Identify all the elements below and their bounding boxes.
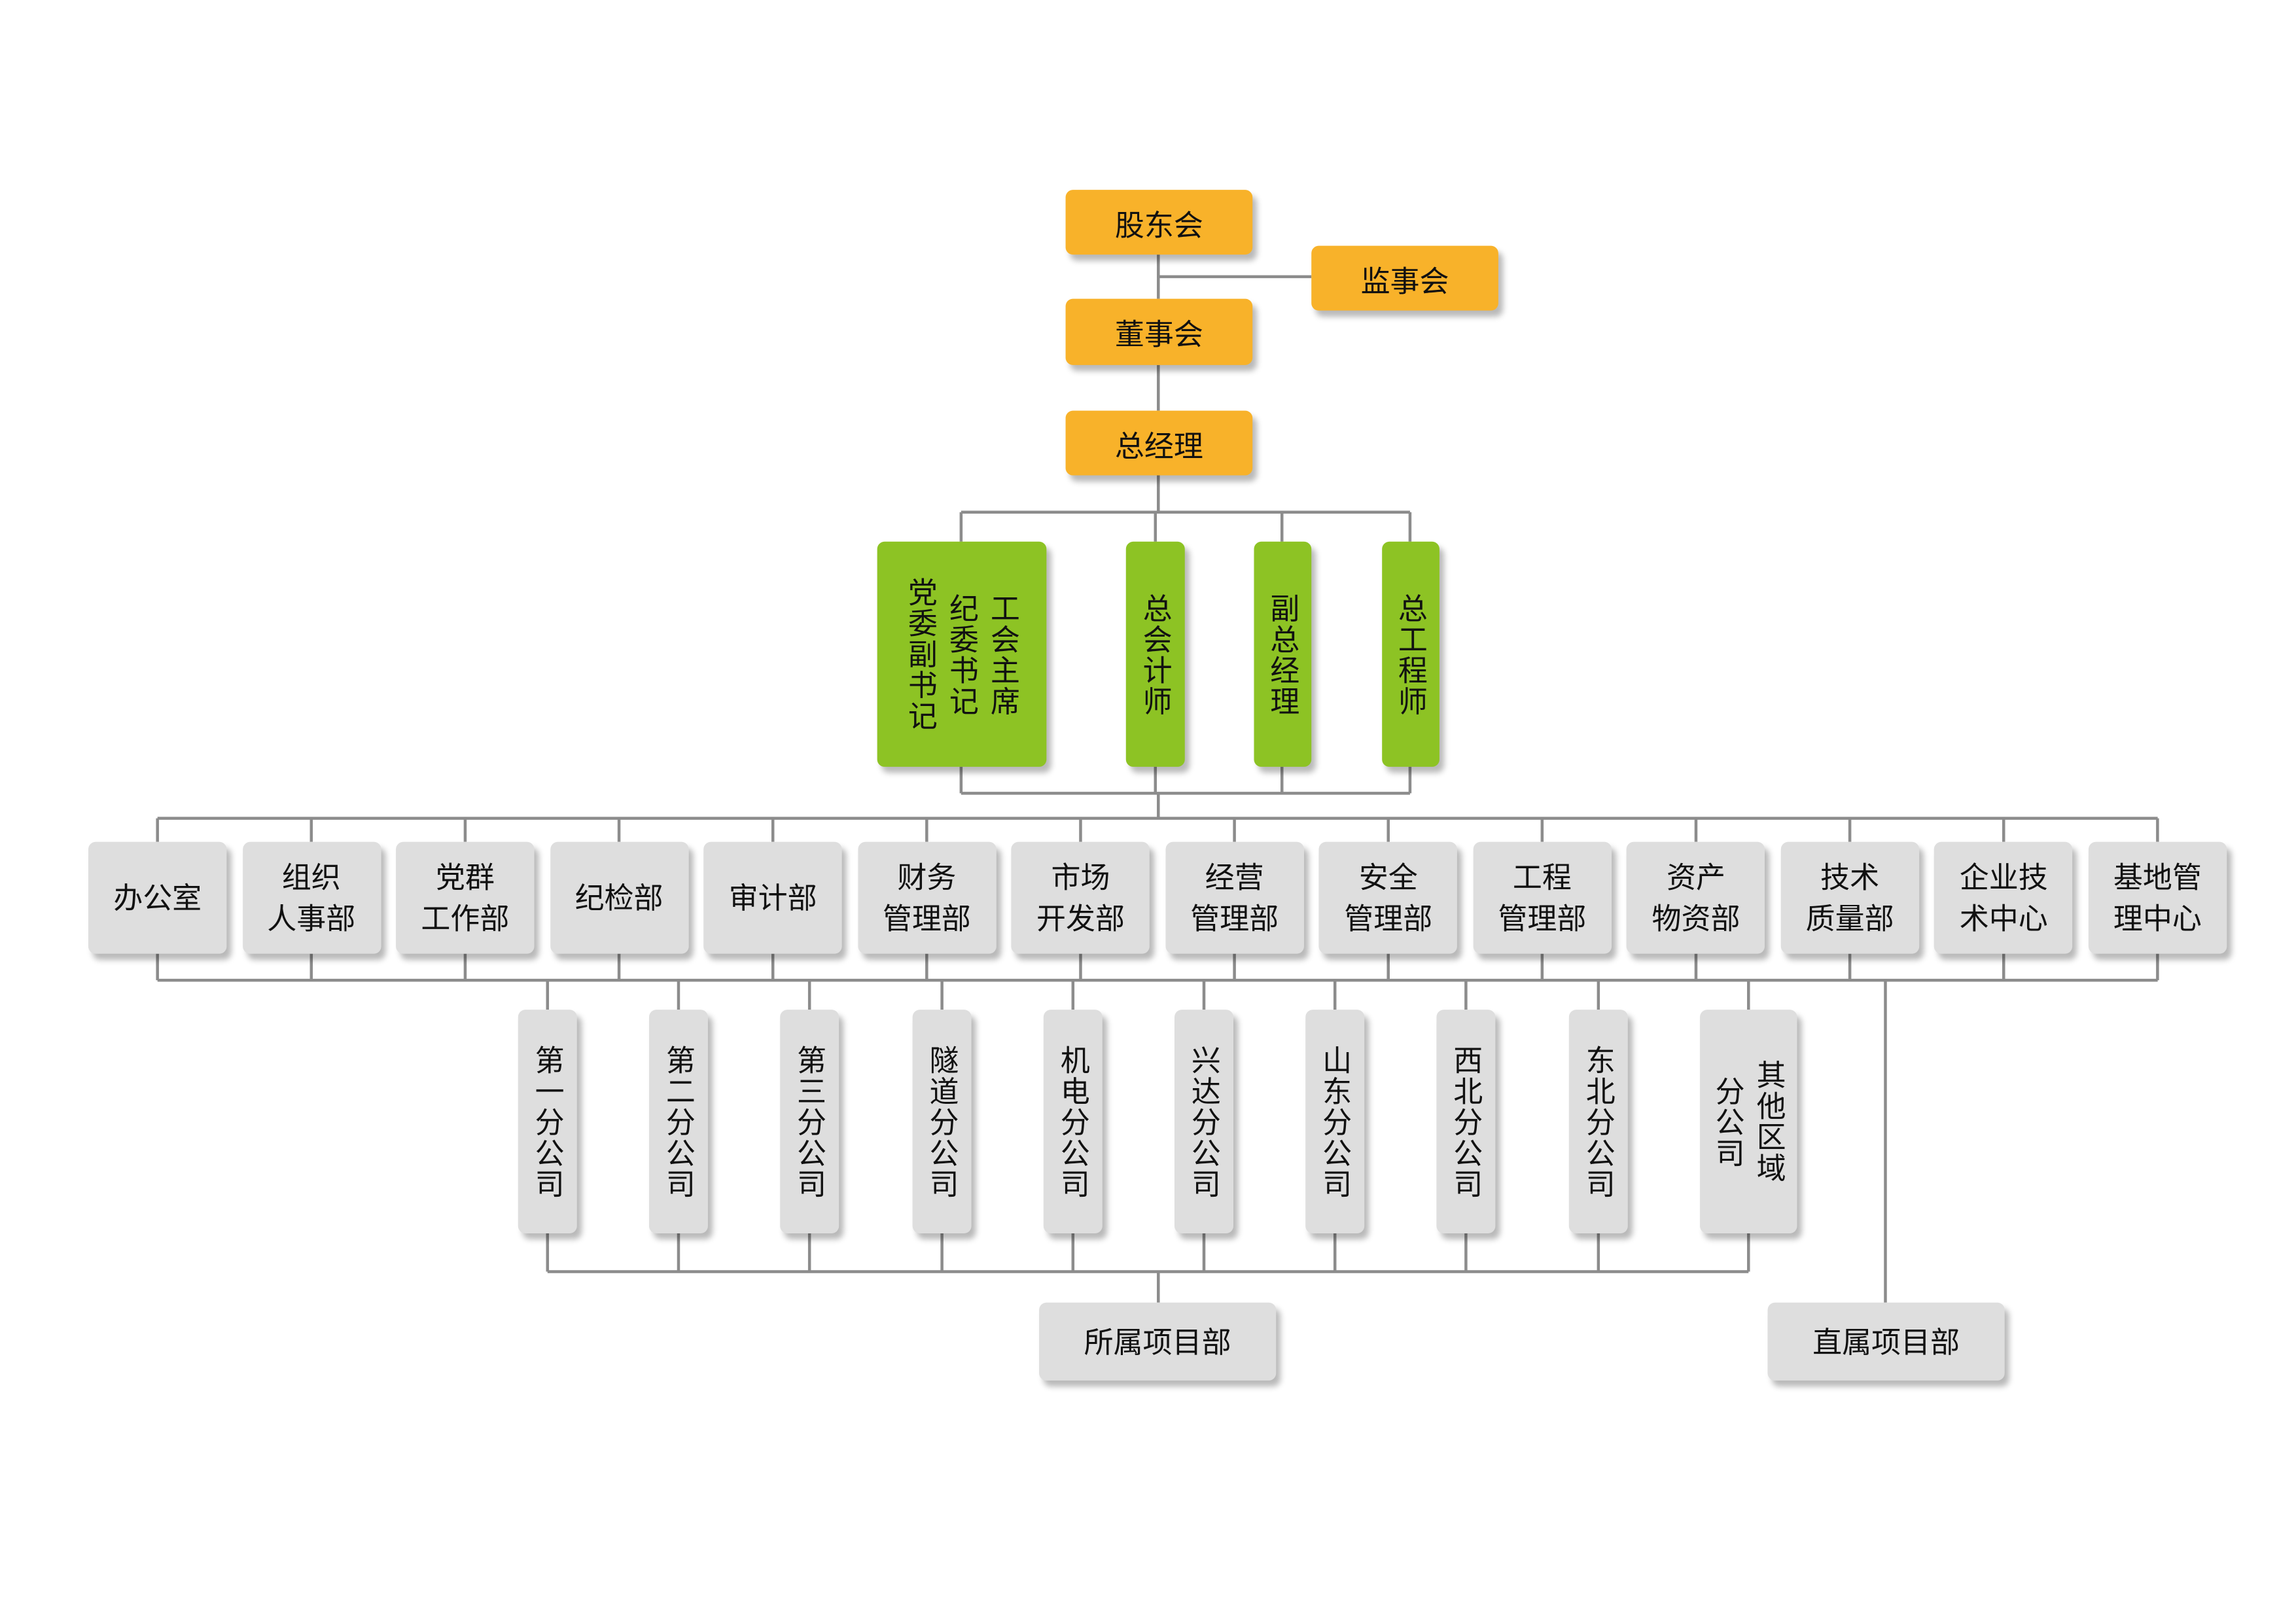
department-box-label-line: 人事部 (267, 900, 356, 936)
executive-box-label-line: 党委副书记 (903, 576, 938, 732)
affiliated-projects-label: 所属项目部 (1084, 1324, 1231, 1360)
executive-box-label-line: 总会计师 (1137, 592, 1173, 716)
shareholders-label: 股东会 (1114, 207, 1203, 243)
executive-box: 副总经理 (1254, 541, 1312, 767)
department-box: 组织人事部 (242, 841, 381, 954)
department-box: 市场开发部 (1011, 841, 1150, 954)
department-box-label-line: 管理部 (1498, 900, 1587, 936)
branch-box-label-line: 其他区域 (1751, 1059, 1787, 1184)
branch-box: 第二分公司 (648, 1010, 708, 1233)
supervisors-label: 监事会 (1360, 262, 1449, 298)
branch-box: 东北分公司 (1568, 1010, 1628, 1233)
department-box-label-line: 经营 (1205, 859, 1264, 895)
branch-box-label-line: 第一分公司 (529, 1044, 565, 1199)
department-box: 经营管理部 (1165, 841, 1304, 954)
executive-box-label-line: 工会主席 (985, 592, 1021, 716)
department-box: 资产物资部 (1627, 841, 1765, 954)
branch-box-label-line: 山东分公司 (1317, 1044, 1353, 1199)
department-box: 安全管理部 (1318, 841, 1458, 954)
department-box-label-line: 技术 (1820, 859, 1880, 895)
department-box-label-line: 安全 (1358, 859, 1418, 895)
department-box-label-line: 审计部 (728, 880, 817, 916)
department-box-label-line: 基地管 (2113, 859, 2202, 895)
department-box-label-line: 纪检部 (574, 880, 663, 916)
executive-box-label-line: 总工程师 (1393, 592, 1429, 716)
branch-box: 其他区域分公司 (1700, 1010, 1797, 1233)
executive-box: 工会主席纪委书记党委副书记 (877, 541, 1047, 767)
department-box-label-line: 市场 (1051, 859, 1110, 895)
department-box: 技术质量部 (1780, 841, 1919, 954)
branch-box-label-line: 隧道分公司 (924, 1044, 960, 1199)
department-box: 办公室 (88, 841, 227, 954)
branch-box: 第三分公司 (780, 1010, 839, 1233)
general-manager-box: 总经理 (1065, 410, 1253, 476)
executive-box-label-line: 纪委书记 (944, 592, 980, 716)
branch-box: 西北分公司 (1436, 1010, 1496, 1233)
branch-box: 第一分公司 (518, 1010, 577, 1233)
general-manager-label: 总经理 (1114, 427, 1203, 463)
department-box-label-line: 管理部 (882, 900, 971, 936)
department-box-label-line: 管理部 (1190, 900, 1279, 936)
department-box-label-line: 企业技 (1959, 859, 2048, 895)
department-box-label-line: 财务 (897, 859, 957, 895)
board-label: 董事会 (1114, 316, 1203, 352)
executive-box-label-line: 副总经理 (1265, 592, 1301, 716)
department-box: 审计部 (703, 841, 842, 954)
branch-box-label-line: 东北分公司 (1580, 1044, 1616, 1199)
branch-box-label-line: 兴达分公司 (1186, 1044, 1222, 1199)
department-box-label-line: 术中心 (1959, 900, 2048, 936)
branch-box-label-line: 机电分公司 (1055, 1044, 1091, 1199)
branch-box-label-line: 第三分公司 (792, 1044, 828, 1199)
executive-box: 总会计师 (1125, 541, 1185, 767)
branch-box-label-line: 分公司 (1710, 1075, 1746, 1168)
branch-box: 隧道分公司 (912, 1010, 972, 1233)
department-box-label-line: 组织 (281, 859, 341, 895)
branch-box: 机电分公司 (1043, 1010, 1103, 1233)
branch-box: 兴达分公司 (1174, 1010, 1233, 1233)
branch-box: 山东分公司 (1305, 1010, 1365, 1233)
direct-projects-box: 直属项目部 (1767, 1302, 2005, 1381)
branch-box-label-line: 西北分公司 (1448, 1044, 1484, 1199)
department-box: 财务管理部 (857, 841, 997, 954)
department-box-label-line: 开发部 (1036, 900, 1125, 936)
department-box: 基地管理中心 (2088, 841, 2227, 954)
department-box-label-line: 党群 (435, 859, 495, 895)
board-box: 董事会 (1065, 298, 1253, 365)
executive-box: 总工程师 (1382, 541, 1439, 767)
department-box-label-line: 工作部 (421, 900, 510, 936)
department-box-label-line: 办公室 (113, 880, 202, 916)
department-box-label-line: 资产 (1666, 859, 1725, 895)
direct-projects-label: 直属项目部 (1812, 1324, 1960, 1360)
department-box-label-line: 工程 (1512, 859, 1572, 895)
department-box-label-line: 质量部 (1805, 900, 1894, 936)
department-box-label-line: 管理部 (1344, 900, 1433, 936)
department-box: 企业技术中心 (1934, 841, 2073, 954)
department-box-label-line: 理中心 (2113, 900, 2202, 936)
department-box: 纪检部 (550, 841, 688, 954)
department-box: 党群工作部 (396, 841, 535, 954)
shareholders-box: 股东会 (1065, 190, 1253, 255)
department-box-label-line: 物资部 (1651, 900, 1740, 936)
department-box: 工程管理部 (1473, 841, 1612, 954)
affiliated-projects-box: 所属项目部 (1039, 1302, 1277, 1381)
branch-box-label-line: 第二分公司 (660, 1044, 696, 1199)
supervisors-box: 监事会 (1311, 245, 1498, 311)
